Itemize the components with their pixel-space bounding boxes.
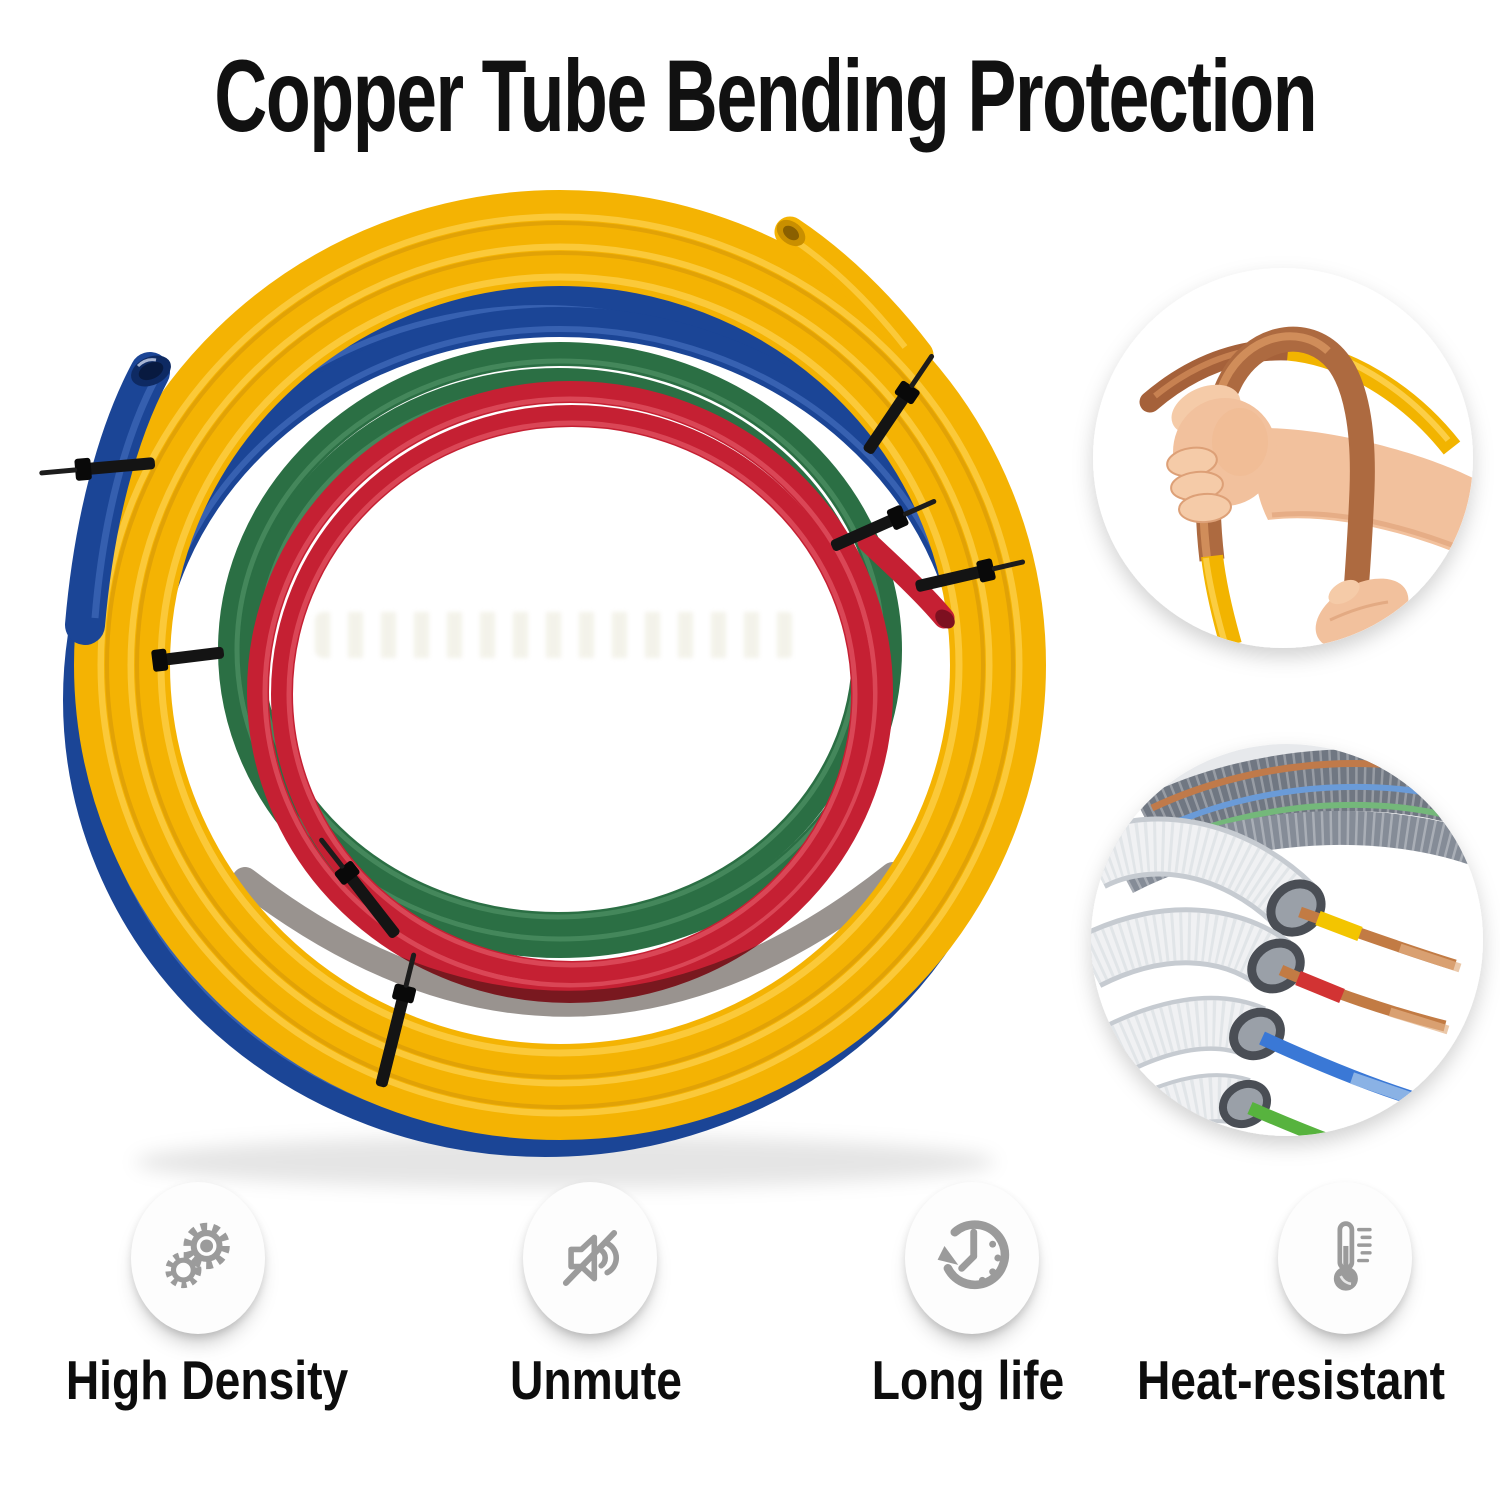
blue-tube-end <box>65 352 171 645</box>
inset-bending-demo <box>1093 268 1473 648</box>
feature-icon-circle <box>905 1182 1039 1334</box>
yellow-sleeve <box>1201 554 1242 648</box>
coil-gap-shadow <box>232 862 906 1017</box>
coil-shadow <box>135 1136 995 1188</box>
yellow-tube-end <box>774 216 934 371</box>
feature-icon-circle <box>1278 1182 1412 1334</box>
cable-tie <box>319 837 400 939</box>
feature-label: Unmute <box>510 1349 682 1411</box>
coil-photo <box>39 190 1046 1188</box>
cable-tie <box>915 558 1026 592</box>
cable-ties <box>39 353 1026 1088</box>
muted-speaker-icon <box>562 1230 619 1286</box>
inset-insulated-coils <box>1091 744 1483 1136</box>
clock-history-icon <box>937 1220 1010 1290</box>
yellow-tube <box>74 190 1046 1140</box>
thermometer-icon <box>1333 1221 1372 1291</box>
page-title: Copper Tube Bending Protection <box>214 39 1317 153</box>
feature-label: High Density <box>65 1349 349 1411</box>
feature-icon-circle <box>523 1182 657 1334</box>
feature-label: Long life <box>871 1349 1065 1411</box>
red-tube-end <box>857 531 955 629</box>
cable-tie <box>375 952 417 1088</box>
cable-tie <box>863 353 935 454</box>
cable-tie <box>830 498 937 552</box>
gears-icon <box>165 1222 230 1289</box>
cable-tie <box>151 646 225 672</box>
red-tube <box>247 381 893 1003</box>
cable-tie <box>39 457 156 481</box>
hand-fist <box>1166 384 1277 524</box>
feature-label: Heat-resistant <box>1136 1349 1446 1411</box>
feature-icon-circle <box>131 1182 265 1334</box>
